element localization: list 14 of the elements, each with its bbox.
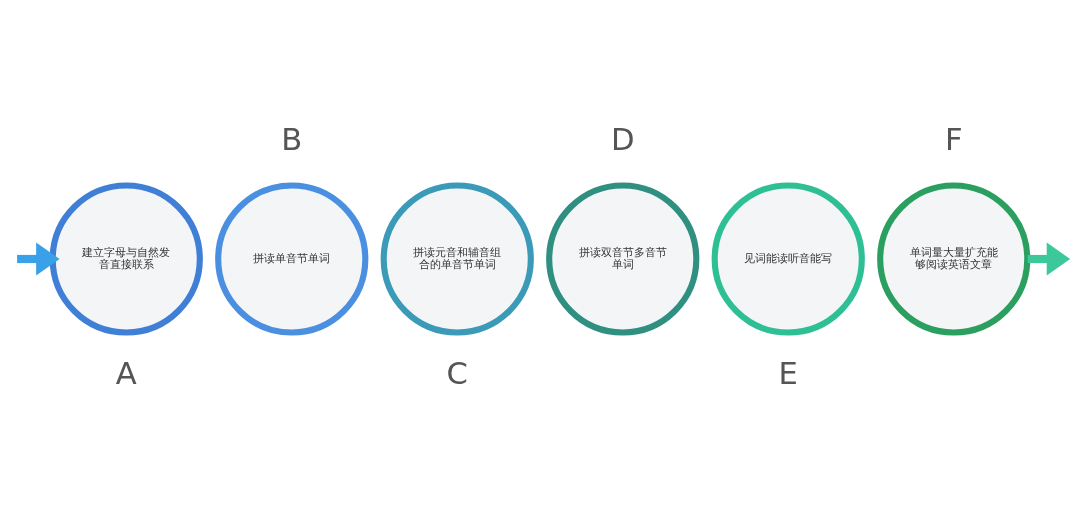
node-label: B <box>281 121 303 157</box>
node-circle: 见词能读听音能写 <box>711 182 865 336</box>
node-circle: 拼读双音节多音节单词 <box>546 182 700 336</box>
node-label: E <box>778 355 798 391</box>
node-circle: 建立字母与自然发音直接联系 <box>49 182 203 336</box>
arrow <box>17 242 60 276</box>
node-circle: 单词量大量扩充能够阅读英语文章 <box>877 182 1031 336</box>
node-label: D <box>610 121 635 157</box>
arrow <box>1027 242 1071 276</box>
node-label: F <box>944 121 963 157</box>
node-label: A <box>115 355 137 391</box>
node-label: C <box>446 355 468 391</box>
node-circle: 拼读单音节单词 <box>215 182 369 336</box>
node-circle: 拼读元音和辅音组合的单音节单词 <box>380 182 534 336</box>
